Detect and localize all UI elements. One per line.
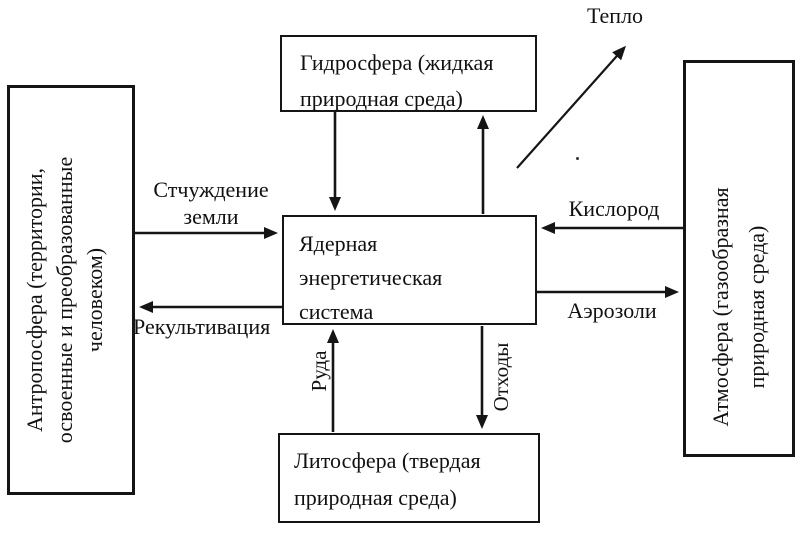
- flow-label-aerosols: Аэрозоли: [567, 298, 657, 323]
- flow-label-ore: Руда: [307, 350, 331, 392]
- node-atmosphere-label: Атмосфера (газообразная природная среда): [708, 187, 769, 427]
- flow-label-waste: Отходы: [489, 342, 513, 412]
- arrow-heat: [516, 45, 626, 169]
- node-nuclear-system-label: Ядерная энергетическая система: [299, 231, 443, 324]
- flow-label-oxygen: Кислород: [568, 196, 660, 221]
- node-anthroposphere-label: Антропосфера (территории, освоенные и пр…: [22, 156, 107, 444]
- node-atmosphere: [683, 60, 795, 457]
- flow-label-heat: Тепло: [586, 3, 644, 28]
- node-anthroposphere: [7, 85, 135, 495]
- node-hydrosphere-label: Гидросфера (жидкая природная среда): [300, 50, 494, 111]
- node-hydrosphere: Гидросфера (жидкая природная среда): [280, 35, 537, 112]
- flow-label-recultivation: Рекультивация: [133, 314, 271, 339]
- node-nuclear-system: Ядерная энергетическая система: [282, 215, 537, 325]
- node-lithosphere-label: Литосфера (твердая природная среда): [294, 448, 481, 510]
- scan-artifact-dot: [576, 157, 579, 160]
- node-lithosphere: Литосфера (твердая природная среда): [278, 433, 540, 523]
- flow-label-land-alienation: Стчуждение земли: [153, 177, 269, 229]
